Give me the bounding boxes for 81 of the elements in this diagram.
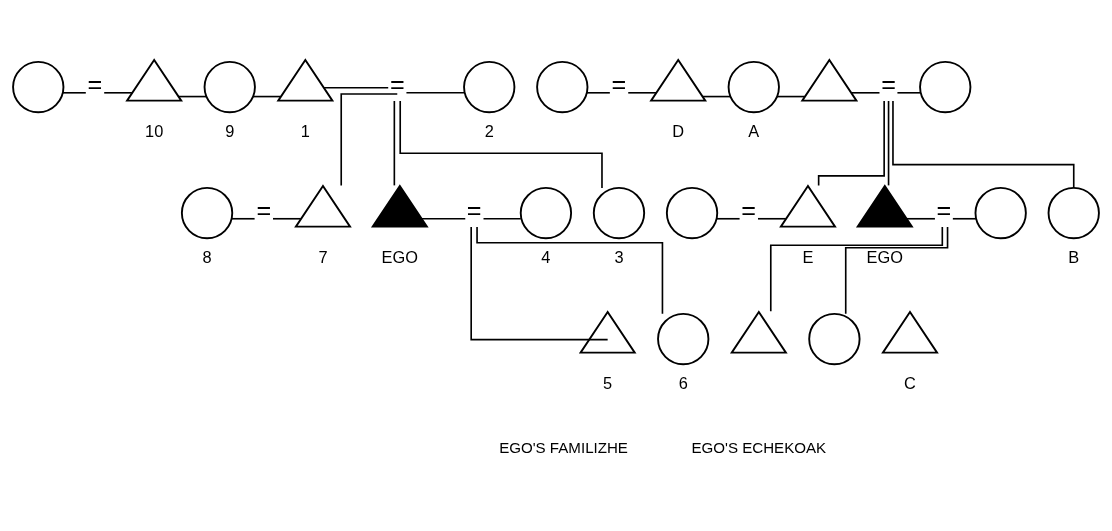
node-label: 5 [603,373,613,392]
node-label: 8 [202,247,212,266]
node-circle [536,60,589,113]
connector [952,217,977,220]
node-circle [808,312,861,365]
node-triangle [779,183,837,228]
node-label: 2 [484,121,494,140]
node-text: = [741,195,757,224]
node-label: B [1068,247,1080,266]
node-circle [519,186,573,239]
node-triangle [729,309,788,354]
node-triangle [800,57,859,102]
node-circle [1047,186,1100,239]
node-circle [203,60,256,113]
node-circle [463,60,516,113]
connector [476,225,664,315]
node-circle [592,186,646,239]
node-label: 1 [300,121,310,140]
node-triangle [125,57,183,102]
connector [906,217,936,220]
connector [844,225,949,315]
connector [850,91,881,94]
label: EGO'S FAMILIZHE [499,438,628,456]
node-label: 6 [678,373,688,392]
connector [586,91,611,94]
node-label: C [904,373,916,392]
connector [62,91,87,94]
node-triangle [881,309,939,354]
connector [230,217,256,220]
connector [627,91,657,94]
node-text: = [87,69,103,98]
connector [103,91,133,94]
node-circle [727,60,780,113]
node-label: EGO [866,247,903,266]
connector [769,225,944,312]
node-text: = [881,69,896,98]
connector [178,95,208,97]
connector [405,91,466,94]
node-label: 9 [225,121,235,140]
node-label: E [802,247,814,266]
connector [252,95,282,97]
connector [757,217,787,220]
connector [887,99,890,186]
connector [470,225,609,340]
node-circle [12,60,65,113]
node-circle [180,186,234,239]
node-label: 4 [541,247,551,266]
connector [399,99,603,189]
connector [776,95,806,97]
node-circle [665,186,719,239]
node-label: D [672,121,685,140]
connector [896,91,922,94]
node-triangle [276,57,335,102]
node-text: = [389,69,405,98]
connector [323,86,390,89]
node-text: = [936,195,952,224]
node-text: = [611,69,627,98]
node-text: = [466,195,482,224]
connector [420,217,467,220]
node-triangle [578,309,637,354]
node-triangle [855,183,914,228]
node-label: 10 [145,121,164,140]
node-label: 3 [614,247,624,266]
node-circle [919,60,972,113]
node-label: 7 [318,247,328,266]
connector [702,95,732,97]
connector [393,99,396,186]
connector [340,92,399,186]
connector [715,217,741,220]
node-label: A [748,121,760,140]
node-circle [657,312,710,365]
node-label: EGO [381,247,418,266]
connector [272,217,302,220]
node-text: = [256,195,272,224]
connector [892,99,1075,189]
node-circle [974,186,1027,239]
connector [482,217,522,220]
node-triangle [370,183,429,228]
node-triangle [649,57,708,102]
node-triangle [294,183,352,228]
label: EGO'S ECHEKOAK [691,438,827,456]
